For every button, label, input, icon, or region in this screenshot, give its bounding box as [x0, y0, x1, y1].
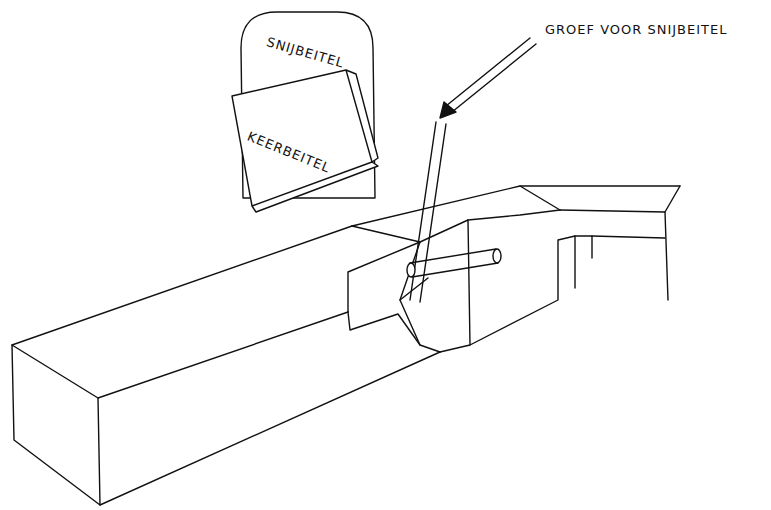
chisel-shape	[232, 70, 378, 212]
reversing-chisel: KEERBEITEL	[222, 66, 382, 214]
callout-label: GROEF VOOR SNIJBEITEL	[545, 22, 727, 37]
